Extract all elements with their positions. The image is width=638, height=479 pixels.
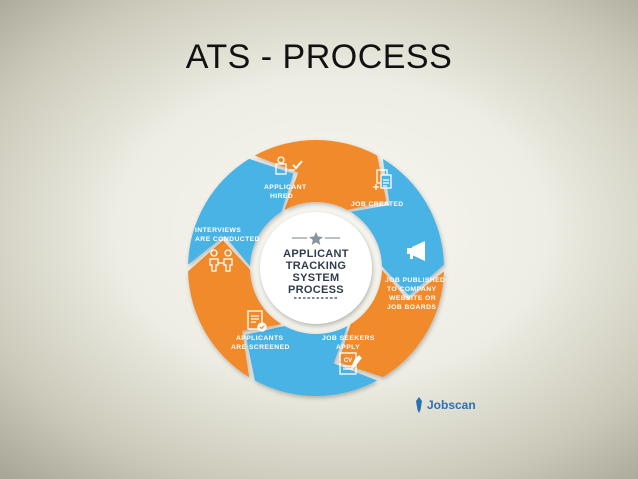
- screened-document-icon: [247, 310, 267, 332]
- center-label-line-3: SYSTEM: [292, 272, 339, 284]
- cycle-segment-6: [188, 158, 294, 267]
- step-label-job-seekers-2: APPLY: [336, 344, 360, 351]
- step-label-job-published-1: JOB PUBLISHED: [385, 277, 445, 284]
- center-star-divider: [292, 232, 340, 245]
- step-label-job-seekers-1: JOB SEEKERS: [322, 335, 375, 342]
- center-circle: [260, 212, 372, 324]
- center-label-line-2: TRACKING: [286, 260, 346, 272]
- step-label-job-created: JOB CREATED: [351, 201, 404, 208]
- slide-title: ATS - PROCESS: [185, 38, 453, 76]
- step-label-job-published-3: WEBSITE OR: [389, 295, 436, 302]
- cycle-segment-5: [188, 240, 282, 378]
- center-label-line-1: APPLICANT: [283, 248, 349, 260]
- cycle-segment-3: [338, 269, 444, 378]
- svg-text:CV: CV: [344, 358, 352, 364]
- jobscan-brand-name: Jobscan: [427, 398, 476, 412]
- step-label-interviews-1: INTERVIEWS: [195, 227, 241, 234]
- cycle-segment-1: [254, 139, 387, 210]
- cycle-segment-4: [245, 326, 378, 397]
- step-label-interviews-2: ARE CONDUCTED: [195, 236, 260, 243]
- job-created-icon: [373, 169, 392, 190]
- cv-icon: CV: [339, 352, 362, 375]
- step-label-applicants-screened-1: APPLICANTS: [236, 335, 283, 342]
- step-label-applicants-screened-2: ARE SCREENED: [231, 344, 290, 351]
- megaphone-icon: [407, 241, 425, 261]
- center-label-line-4: PROCESS: [288, 284, 344, 296]
- step-label-applicant-hired-1: APPLICANT: [264, 184, 307, 191]
- applicant-hired-icon: [275, 156, 303, 175]
- step-label-job-published-4: JOB BOARDS: [387, 304, 436, 311]
- jobscan-brand: Jobscan: [414, 396, 476, 414]
- interview-icon: [209, 249, 233, 272]
- cycle-segment-2: [350, 158, 444, 296]
- jobscan-logo-icon: [416, 397, 422, 413]
- step-label-applicant-hired-2: HIRED: [270, 193, 293, 200]
- step-label-job-published-2: TO COMPANY: [387, 286, 437, 293]
